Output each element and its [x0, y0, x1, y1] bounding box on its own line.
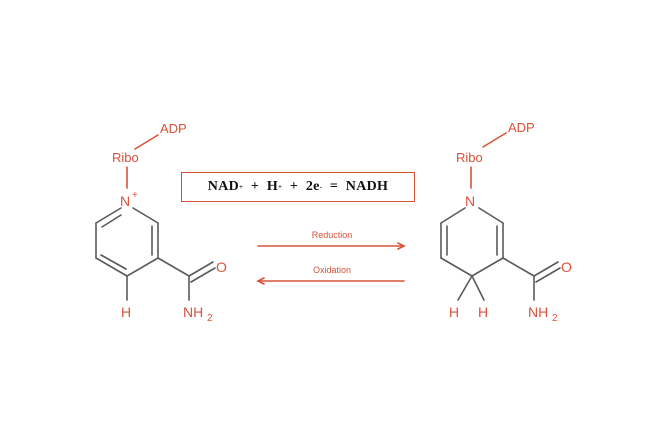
reaction-equation-box: NAD+ + H+ + 2e- = NADH: [181, 172, 415, 202]
carbonyl-o-bond-right: [533, 261, 559, 277]
ring-double-c4-c5-left: [100, 254, 127, 270]
nitrogen-right: N: [465, 193, 475, 209]
ring-bond-c3-c4-left: [126, 257, 159, 277]
ring-bond-n-c2-right: [478, 207, 504, 224]
hydrogen-2-right: H: [478, 304, 488, 320]
carbonyl-o-bond-left: [188, 261, 214, 277]
carbonyl-o-double-left: [190, 267, 216, 283]
adp-ribo-bond-left: [134, 134, 159, 150]
eq-equals: =: [329, 179, 339, 194]
eq-h: H: [266, 179, 279, 194]
nadh-molecule: ADP Ribo N H H O NH 2: [440, 120, 572, 324]
ring-bond-c4-c5-right: [440, 257, 473, 277]
amide-label-left: NH: [183, 304, 203, 320]
eq-plus-2: +: [289, 179, 299, 194]
oxygen-left: O: [216, 259, 227, 275]
c3-carbonyl-bond-right: [502, 257, 535, 277]
nad-plus-molecule: ADP Ribo N + H O NH 2: [95, 121, 227, 324]
amide-sub-right: 2: [552, 313, 558, 324]
hydrogen-left: H: [121, 304, 131, 320]
eq-nad: NAD: [207, 179, 240, 194]
ring-double-c6-n-left: [101, 214, 122, 228]
c4-h2-bond-right: [471, 275, 485, 301]
ring-bond-c6-n-left: [95, 207, 122, 224]
ring-bond-n-c2-left: [132, 207, 159, 224]
adp-ribo-bond-right: [482, 132, 507, 148]
oxygen-right: O: [561, 259, 572, 275]
carbonyl-o-double-right: [535, 267, 561, 283]
reaction-arrows: Reduction Oxidation: [256, 230, 406, 285]
c3-carbonyl-bond-left: [157, 257, 190, 277]
oxidation-label: Oxidation: [313, 265, 351, 275]
adp-label-right: ADP: [508, 120, 535, 135]
eq-electrons: 2e: [305, 179, 320, 194]
reduction-label: Reduction: [312, 230, 353, 240]
eq-plus-1: +: [250, 179, 260, 194]
charge-left: +: [132, 190, 138, 201]
ribo-label-left: Ribo: [112, 150, 139, 165]
hydrogen-1-right: H: [449, 304, 459, 320]
c4-h1-bond-right: [457, 275, 473, 301]
ring-bond-c4-c5-left: [95, 257, 128, 277]
amide-label-right: NH: [528, 304, 548, 320]
ring-bond-c6-n-right: [440, 207, 466, 224]
adp-label-left: ADP: [160, 121, 187, 136]
ribo-label-right: Ribo: [456, 150, 483, 165]
oxidation-arrowhead: [256, 277, 265, 285]
reduction-arrowhead: [397, 242, 406, 250]
eq-nadh: NADH: [345, 179, 389, 194]
ring-bond-c3-c4-right: [471, 257, 504, 277]
nitrogen-left: N: [120, 193, 130, 209]
amide-sub-left: 2: [207, 313, 213, 324]
